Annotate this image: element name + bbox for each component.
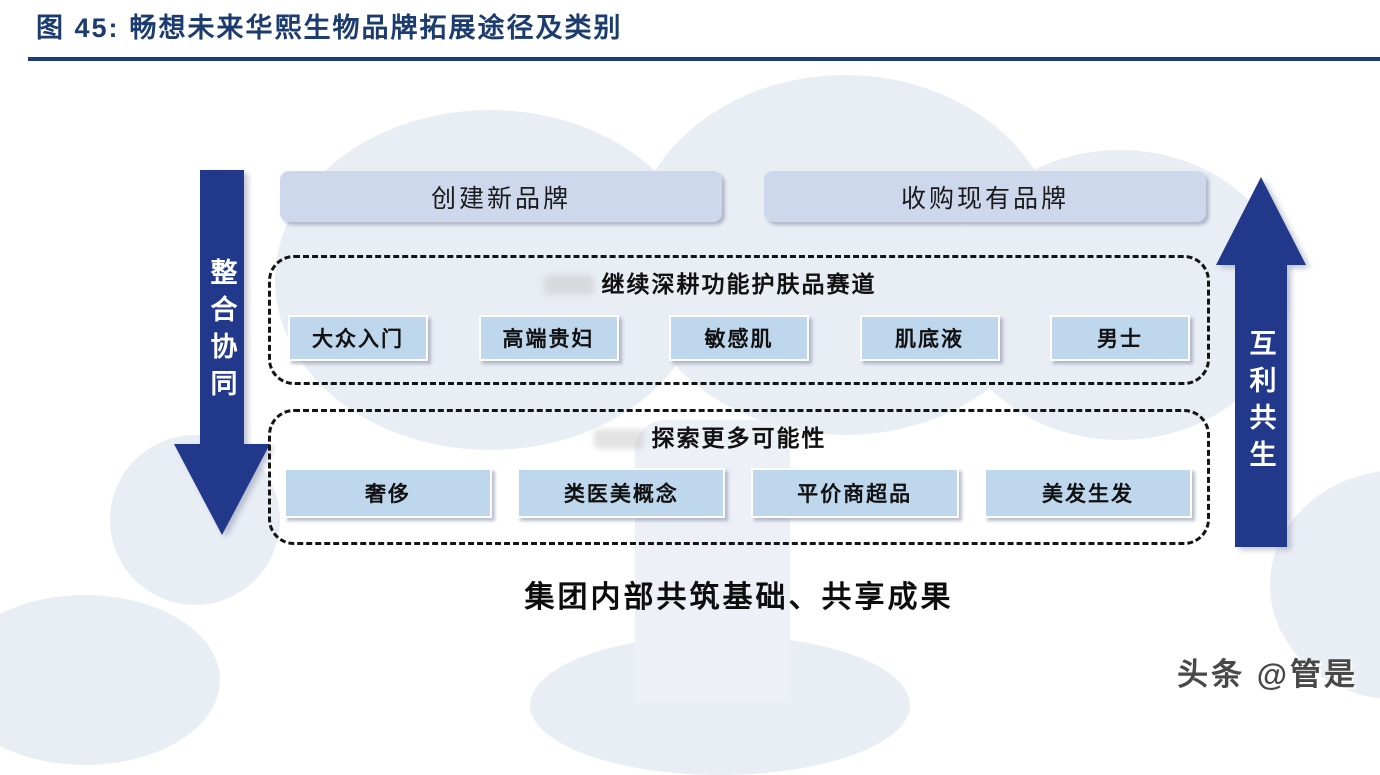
figure-title-text: 畅想未来华熙生物品牌拓展途径及类别	[129, 13, 623, 43]
path-box-label: 创建新品牌	[430, 185, 571, 213]
category-box: 敏感肌	[669, 315, 809, 361]
category-box: 肌底液	[859, 315, 1000, 361]
category-box: 类医美概念	[517, 468, 726, 518]
group-title: 继续深耕功能护肤品赛道	[602, 268, 877, 300]
group-explore-possibilities: 探索更多可能性 奢侈 类医美概念 平价商超品 美发生发	[268, 409, 1210, 545]
tree-trunk	[635, 420, 790, 702]
figure-label: 图 45:	[36, 13, 120, 43]
group-functional-skincare: 继续深耕功能护肤品赛道 大众入门 高端贵妇 敏感肌 肌底液 男士	[268, 255, 1210, 385]
category-box: 大众入门	[288, 315, 428, 361]
path-box-acquire-brand: 收购现有品牌	[764, 171, 1206, 222]
title-underline	[28, 57, 1380, 61]
mutual-benefit-arrow: 互利共生	[1216, 177, 1306, 547]
path-box-label: 收购现有品牌	[900, 185, 1069, 213]
path-box-create-new-brand: 创建新品牌	[280, 171, 722, 222]
group-item-row: 大众入门 高端贵妇 敏感肌 肌底液 男士	[288, 315, 1190, 361]
bottom-caption: 集团内部共筑基础、共享成果	[524, 581, 954, 614]
group-item-row: 奢侈 类医美概念 平价商超品 美发生发	[284, 468, 1192, 518]
tree-base-blob	[0, 595, 220, 765]
category-box: 男士	[1050, 315, 1190, 361]
integration-synergy-arrow: 整合协同	[174, 170, 270, 536]
category-box: 美发生发	[983, 468, 1192, 518]
figure-45-diagram: 图 45: 畅想未来华熙生物品牌拓展途径及类别 整合协同 互利共生 创建新品牌 收…	[0, 0, 1380, 702]
category-box: 奢侈	[284, 468, 492, 518]
up-arrow-head-icon	[1216, 177, 1306, 265]
down-arrow-head-icon	[174, 444, 270, 535]
up-arrow-shaft	[1235, 265, 1287, 547]
group-title: 探索更多可能性	[652, 422, 827, 454]
toutiao-watermark: 头条 @管是	[1177, 657, 1358, 692]
left-arrow-label: 整合协同	[206, 258, 237, 406]
figure-title: 图 45: 畅想未来华熙生物品牌拓展途径及类别	[36, 6, 623, 45]
category-box: 高端贵妇	[478, 315, 619, 361]
right-arrow-label: 互利共生	[1245, 329, 1276, 477]
category-box: 平价商超品	[750, 468, 959, 518]
down-arrow-shaft	[200, 170, 244, 444]
